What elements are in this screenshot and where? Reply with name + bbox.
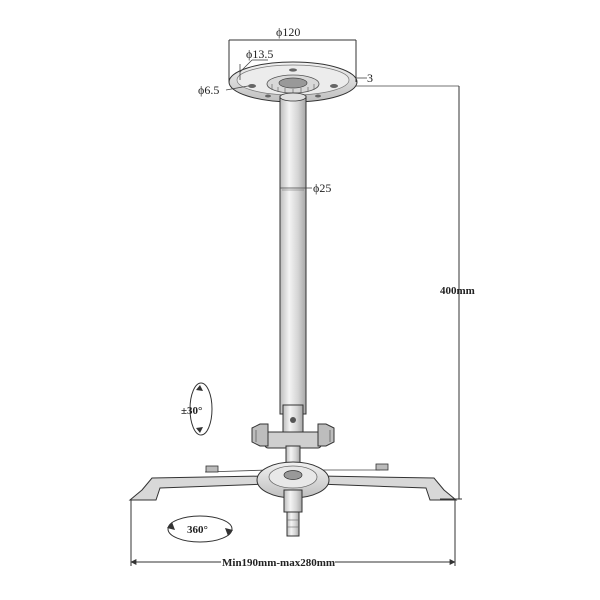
- tilt-knobs: [251, 423, 335, 467]
- large-hole-label: ϕ13.5: [246, 47, 273, 61]
- ceiling-plate: [228, 61, 358, 103]
- dimension-lines: [130, 39, 462, 566]
- tilt-symbol: [189, 382, 213, 436]
- right-knob-icon: [317, 423, 335, 447]
- arm-range-label: Min190mm-max280mm: [222, 557, 335, 569]
- height-label: 400mm: [440, 285, 475, 297]
- plate-slots: [248, 68, 338, 98]
- rotation-label: 360°: [187, 524, 208, 536]
- plate-thickness-label: 3: [367, 71, 373, 85]
- rotation-symbol: [167, 515, 233, 543]
- rotation-arrow-icon: [167, 522, 175, 530]
- plate-diameter-label: ϕ120: [276, 25, 300, 39]
- tilt-label: ±30°: [181, 405, 202, 417]
- small-hole-label: ϕ6.5: [198, 83, 219, 97]
- tilt-arrow-icon: [196, 385, 203, 391]
- extension-tube: [279, 92, 307, 440]
- tube-diameter-label: ϕ25: [313, 181, 331, 195]
- left-knob-icon: [251, 423, 269, 447]
- projector-bracket: [128, 461, 458, 537]
- lock-screw-icon: [290, 417, 296, 423]
